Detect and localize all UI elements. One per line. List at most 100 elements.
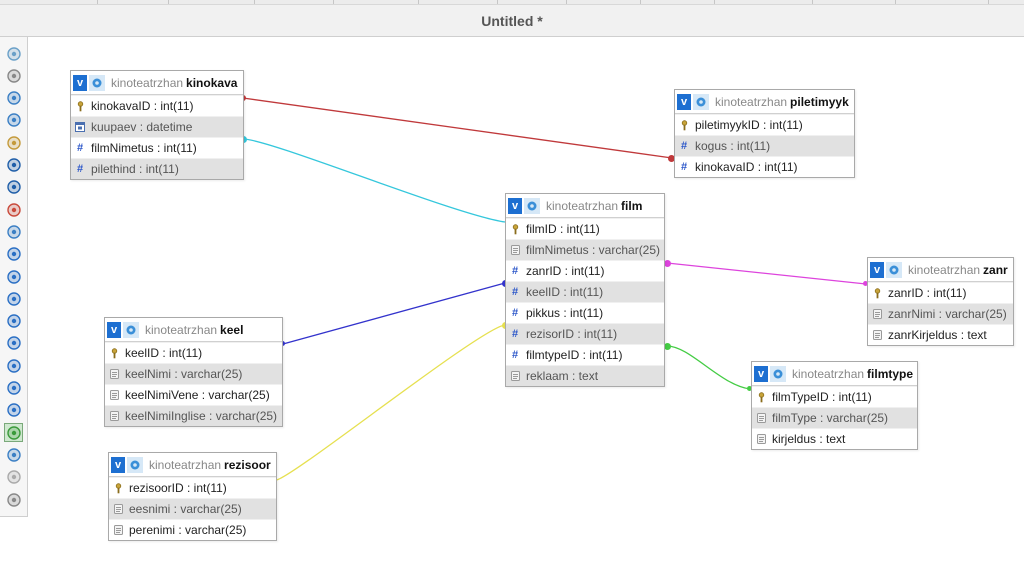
table-column[interactable]: filmType : varchar(25) <box>752 407 917 428</box>
gear-icon[interactable] <box>89 74 105 91</box>
table-column[interactable]: keelNimi : varchar(25) <box>105 363 282 384</box>
anchor-icon[interactable] <box>5 491 22 508</box>
fit-page-icon[interactable] <box>5 67 22 84</box>
database-name: kinoteatrzhan <box>546 198 619 213</box>
column-label: keelNimiVene : varchar(25) <box>125 388 270 402</box>
toggle-table-button[interactable]: v <box>754 365 768 382</box>
table-column[interactable]: perenimi : varchar(25) <box>109 519 276 540</box>
text-icon <box>510 370 520 382</box>
table-column[interactable]: eesnimi : varchar(25) <box>109 498 276 519</box>
toggle-table-button[interactable]: v <box>677 93 691 110</box>
toggle-menu-icon[interactable] <box>5 45 22 62</box>
small-big-icon[interactable] <box>5 402 22 419</box>
database-name: kinoteatrzhan <box>908 262 981 277</box>
table-column[interactable]: keelNimiVene : varchar(25) <box>105 384 282 405</box>
toggle-table-button[interactable]: v <box>111 456 125 473</box>
table-column[interactable]: keelNimiInglise : varchar(25) <box>105 405 282 426</box>
table-column[interactable]: keelID : int(11) <box>105 342 282 363</box>
gear-icon[interactable] <box>770 365 786 382</box>
key-icon <box>75 100 85 112</box>
save-icon[interactable] <box>5 157 22 174</box>
database-name: kinoteatrzhan <box>145 322 218 337</box>
table-column[interactable]: #keelID : int(11) <box>506 281 664 302</box>
toggle-grid-icon[interactable] <box>5 268 22 285</box>
help-icon[interactable] <box>5 313 22 330</box>
save-as-icon[interactable] <box>5 179 22 196</box>
table-column[interactable]: zanrNimi : varchar(25) <box>868 303 1013 324</box>
edit-page-icon[interactable] <box>5 134 22 151</box>
snap-grid-icon[interactable] <box>5 357 22 374</box>
text-icon <box>109 368 119 380</box>
table-column[interactable]: #zanrID : int(11) <box>506 260 664 281</box>
gear-icon[interactable] <box>127 456 143 473</box>
toggle-table-button[interactable]: v <box>73 74 87 91</box>
column-label: filmTypeID : int(11) <box>772 390 872 404</box>
table-name: kinokava <box>186 75 238 90</box>
text-icon <box>113 503 123 515</box>
toggle-table-button[interactable]: v <box>870 261 884 278</box>
show-relations-icon[interactable] <box>5 335 22 352</box>
table-column[interactable]: #kinokavaID : int(11) <box>675 156 854 177</box>
column-label: kuupaev : datetime <box>91 120 193 134</box>
relation-lines-icon[interactable] <box>5 246 22 263</box>
column-label: keelNimi : varchar(25) <box>125 367 243 381</box>
table-column[interactable]: kinokavaID : int(11) <box>71 95 243 116</box>
table-column[interactable]: kirjeldus : text <box>752 428 917 449</box>
table-column[interactable]: rezisoorID : int(11) <box>109 477 276 498</box>
designer-toolbar <box>0 37 28 517</box>
toggle-table-button[interactable]: v <box>107 321 121 338</box>
table-column[interactable]: piletimyykID : int(11) <box>675 114 854 135</box>
delete-page-icon[interactable] <box>5 201 22 218</box>
table-column[interactable]: zanrKirjeldus : text <box>868 324 1013 345</box>
gear-icon[interactable] <box>693 93 709 110</box>
display-field-icon[interactable] <box>5 380 22 397</box>
table-column[interactable]: #filmtypeID : int(11) <box>506 344 664 365</box>
column-label: filmNimetus : varchar(25) <box>526 243 661 257</box>
relation-line-rezisoor-film <box>275 324 506 481</box>
import-icon[interactable] <box>5 446 22 463</box>
table-column[interactable]: kuupaev : datetime <box>71 116 243 137</box>
table-column[interactable]: #pilethind : int(11) <box>71 158 243 179</box>
disabled-tool-icon[interactable] <box>5 469 22 486</box>
table-column[interactable]: #filmNimetus : int(11) <box>71 137 243 158</box>
table-column[interactable]: reklaam : text <box>506 365 664 386</box>
gear-icon[interactable] <box>524 197 540 214</box>
angular-links-icon[interactable] <box>5 290 22 307</box>
column-label: kogus : int(11) <box>695 139 771 153</box>
table-column[interactable]: filmTypeID : int(11) <box>752 386 917 407</box>
export-pdf-icon[interactable] <box>5 223 22 240</box>
text-icon <box>872 308 882 320</box>
table-column[interactable]: filmID : int(11) <box>506 218 664 239</box>
new-page-icon[interactable] <box>5 112 22 129</box>
table-column[interactable]: #pikkus : int(11) <box>506 302 664 323</box>
column-label: pikkus : int(11) <box>526 306 604 320</box>
database-name: kinoteatrzhan <box>149 457 222 472</box>
add-tables-icon[interactable] <box>5 90 22 107</box>
table-column[interactable]: filmNimetus : varchar(25) <box>506 239 664 260</box>
table-name: zanr <box>983 262 1008 277</box>
table-column[interactable]: zanrID : int(11) <box>868 282 1013 303</box>
toggle-table-button[interactable]: v <box>508 197 522 214</box>
column-label: zanrNimi : varchar(25) <box>888 307 1007 321</box>
gear-icon[interactable] <box>123 321 139 338</box>
gear-icon[interactable] <box>886 261 902 278</box>
table-column[interactable]: #kogus : int(11) <box>675 135 854 156</box>
table-column[interactable]: #rezisorID : int(11) <box>506 323 664 344</box>
number-icon: # <box>76 141 84 154</box>
active-tool-icon[interactable] <box>4 423 23 443</box>
relation-line-kinokava-piletimyyk <box>242 97 673 159</box>
